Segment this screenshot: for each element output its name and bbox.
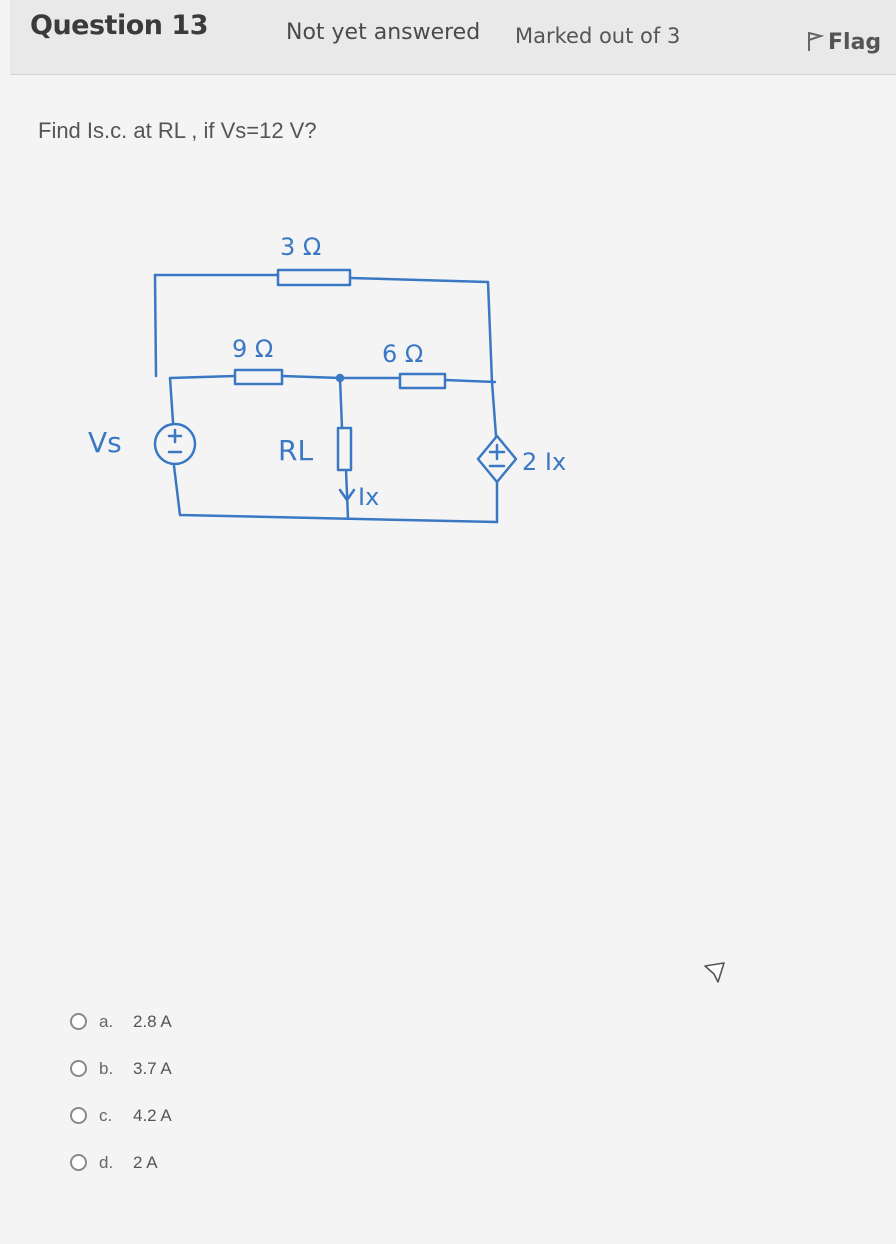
radio-b[interactable]: [70, 1060, 87, 1077]
label-2ix: 2 Ix: [522, 448, 566, 476]
wire-top: [153, 273, 494, 384]
resistor-rl: [336, 426, 353, 472]
question-label: Question: [30, 10, 163, 41]
option-letter: b.: [99, 1058, 114, 1078]
option-value: 3.7 A: [133, 1058, 172, 1078]
wire-left: [168, 376, 499, 524]
option-letter: c.: [99, 1105, 113, 1125]
label-ix: Ix: [358, 483, 379, 511]
flag-question-button[interactable]: Flag: [806, 30, 881, 55]
option-letter: d.: [99, 1152, 114, 1172]
resistor-3-ohm: [276, 268, 352, 287]
circuit-diagram: 3 Ω 9 Ω 6 Ω Vs RL Ix 2 Ix: [88, 233, 566, 524]
question-text: Find Is.c. at RL , if Vs=12 V?: [38, 118, 317, 143]
question-grade: Marked out of 3: [515, 24, 681, 48]
option-value: 2 A: [133, 1152, 158, 1172]
answer-option-b[interactable]: b. 3.7 A: [70, 1045, 172, 1092]
label-vs: Vs: [88, 426, 122, 459]
option-letter: a.: [99, 1011, 114, 1031]
wire-left-top: [153, 273, 158, 378]
wire-rl-top: [338, 376, 344, 430]
option-value: 4.2 A: [133, 1105, 172, 1125]
flag-label: Flag: [828, 30, 882, 55]
radio-d[interactable]: [70, 1154, 87, 1171]
voltage-source: [153, 422, 197, 466]
radio-a[interactable]: [70, 1013, 87, 1030]
question-number-value: 13: [171, 10, 208, 41]
answer-option-d[interactable]: d. 2 A: [70, 1139, 172, 1186]
resistor-6-ohm: [398, 372, 447, 390]
question-state: Not yet answered: [286, 20, 481, 45]
radio-c[interactable]: [70, 1107, 87, 1124]
answer-option-c[interactable]: c. 4.2 A: [70, 1092, 172, 1139]
label-6-ohm: 6 Ω: [382, 340, 423, 368]
label-3-ohm: 3 Ω: [280, 233, 321, 261]
label-rl: RL: [278, 434, 313, 467]
wire-rl-bottom: [344, 468, 350, 520]
current-arrow: [338, 488, 356, 502]
dependent-voltage-source: [476, 434, 518, 484]
answer-options: a. 2.8 A b. 3.7 A c. 4.2 A d. 2 A: [70, 998, 172, 1186]
flag-icon: [808, 32, 825, 51]
answer-option-a[interactable]: a. 2.8 A: [70, 998, 172, 1045]
option-value: 2.8 A: [133, 1011, 172, 1031]
wire-right-lower: [490, 380, 499, 524]
resistor-9-ohm: [233, 368, 284, 386]
mouse-cursor-icon: [704, 962, 725, 983]
question-number: Question 13: [30, 10, 208, 41]
question-info-bar: [10, 0, 896, 75]
label-9-ohm: 9 Ω: [232, 335, 273, 363]
